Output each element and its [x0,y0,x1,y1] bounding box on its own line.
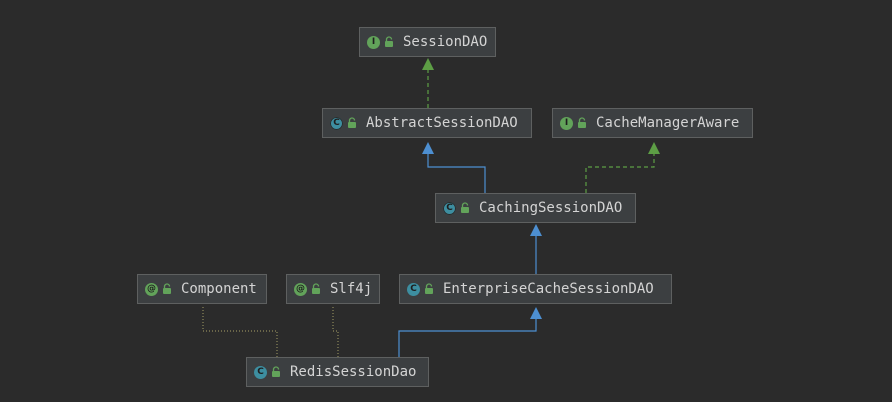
lock-icon [272,366,280,377]
interface-icon: I [367,35,380,49]
class-node-sessiondao[interactable]: I SessionDAO [359,27,496,57]
class-node-cachemanageraware[interactable]: I CacheManagerAware [552,108,753,138]
class-icon: C [407,282,420,296]
class-name: CachingSessionDAO [479,200,623,216]
lock-icon [425,283,433,294]
lock-icon [461,202,469,213]
edge-redissessiondao-annotated-component [202,307,278,357]
class-name: SessionDAO [403,34,488,50]
interface-icon: I [560,116,573,130]
class-node-enterprisecachesessiondao[interactable]: C EnterpriseCacheSessionDAO [399,274,672,304]
lock-icon [348,117,356,128]
class-icon: C [254,365,267,379]
class-name: CacheManagerAware [596,115,740,131]
class-node-redissessiondao[interactable]: C RedisSessionDao [246,357,429,387]
edge-redissessiondao-extends-enterprisecachesessiondao [398,307,542,357]
lock-icon [385,36,393,47]
annotation-icon: @ [294,282,307,296]
abstract-class-icon: C [330,116,343,130]
class-node-abstractsessiondao[interactable]: C AbstractSessionDAO [322,108,532,138]
class-name: Component [181,281,257,297]
edge-cachingsessiondao-extends-abstractsessiondao [422,142,486,193]
class-name: AbstractSessionDAO [366,115,518,131]
class-name: RedisSessionDao [290,364,417,380]
class-name: EnterpriseCacheSessionDAO [443,281,654,297]
lock-icon [312,283,320,294]
lock-icon [163,283,171,294]
abstract-class-icon: C [443,201,456,215]
edge-cachingsessiondao-implements-cachemanageraware [585,142,660,193]
edge-redissessiondao-annotated-slf4j [332,307,339,357]
class-node-slf4j[interactable]: @ Slf4j [286,274,380,304]
class-node-cachingsessiondao[interactable]: C CachingSessionDAO [435,193,636,223]
lock-icon [578,117,586,128]
class-name: Slf4j [330,281,373,297]
annotation-icon: @ [145,282,158,296]
class-node-component[interactable]: @ Component [137,274,267,304]
